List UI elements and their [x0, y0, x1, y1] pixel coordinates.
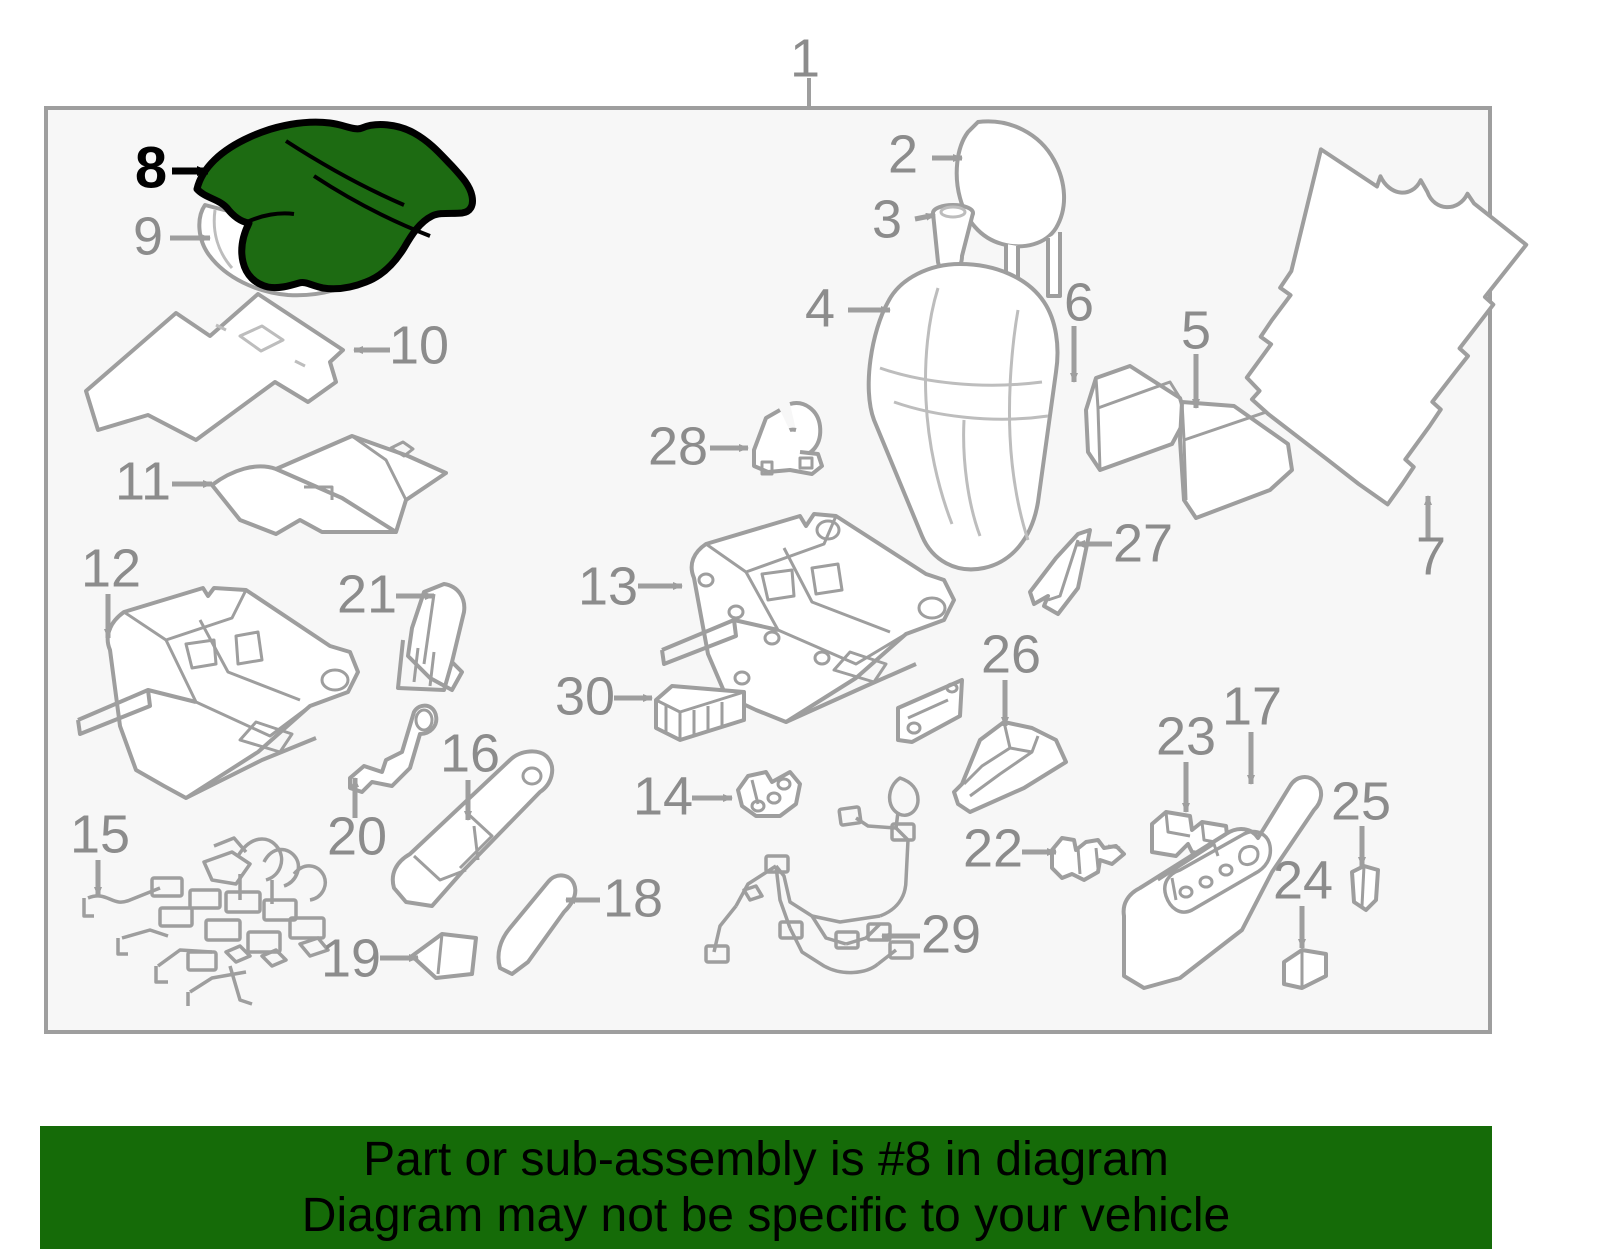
- callout-label-5: 5: [1181, 300, 1211, 360]
- callout-leaders: [94, 154, 1432, 962]
- callout-label-14: 14: [633, 766, 693, 826]
- callout-label-24: 24: [1273, 850, 1333, 910]
- part-8-seat-cushion-cover: [193, 118, 476, 293]
- part-19-adjuster-knob-cap: [410, 932, 478, 980]
- part-22-switch-connector: [1050, 836, 1126, 882]
- callout-label-21: 21: [337, 564, 397, 624]
- part-14-mounting-bracket: [736, 770, 802, 818]
- part-27-back-trim-strip: [1028, 528, 1092, 616]
- callout-label-10: 10: [389, 315, 449, 375]
- part-11-seat-heater-mat: [210, 434, 448, 536]
- callout-label-29: 29: [921, 904, 981, 964]
- part-24-trim-cap-small: [1282, 948, 1328, 990]
- callout-label-17: 17: [1222, 676, 1282, 736]
- callout-label-20: 20: [327, 806, 387, 866]
- callout-label-27: 27: [1113, 513, 1173, 573]
- part-16-seat-side-shield-inner: [390, 749, 555, 908]
- callout-label-16: 16: [440, 723, 500, 783]
- part-30-seat-control-module: [654, 684, 746, 742]
- part-25-bolt-cover: [1350, 864, 1380, 912]
- leader-3: [914, 212, 936, 222]
- part-2-headrest: [954, 119, 1067, 304]
- part-6-seat-back-board-lower: [1084, 364, 1188, 472]
- callout-label-6: 6: [1064, 272, 1094, 332]
- part-20-lever-link: [348, 703, 439, 794]
- part-highlight-banner: Part or sub-assembly is #8 in diagram Di…: [40, 1126, 1492, 1249]
- part-26-side-trim-rail: [952, 720, 1068, 814]
- callout-label-19: 19: [321, 928, 381, 988]
- callout-label-28: 28: [648, 416, 708, 476]
- callout-label-3: 3: [872, 189, 902, 249]
- callout-label-1: 1: [790, 28, 820, 88]
- part-13-side-bracket: [896, 678, 964, 744]
- part-12-seat-adjuster-left: [76, 586, 360, 800]
- callout-label-25: 25: [1331, 771, 1391, 831]
- callout-label-23: 23: [1156, 706, 1216, 766]
- part-3-headrest-guide: [931, 203, 975, 273]
- part-4-seat-back-cushion: [866, 262, 1060, 572]
- part-29-switch-wire-harness: [704, 776, 920, 975]
- callout-label-13: 13: [578, 556, 638, 616]
- banner-line-1: Part or sub-assembly is #8 in diagram: [363, 1133, 1169, 1186]
- callout-label-18: 18: [603, 868, 663, 928]
- callout-label-15: 15: [70, 804, 130, 864]
- part-13-seat-adjuster-right: [660, 512, 956, 724]
- callout-label-11: 11: [115, 451, 171, 511]
- part-15-seat-wire-harness: [82, 836, 330, 1006]
- callout-label-12: 12: [81, 538, 141, 598]
- part-17-seat-side-shield-outer: [1121, 775, 1323, 990]
- banner-line-2: Diagram may not be specific to your vehi…: [301, 1189, 1231, 1242]
- part-21-recliner-lever: [396, 582, 467, 692]
- callout-label-9: 9: [133, 206, 163, 266]
- callout-label-26: 26: [981, 624, 1041, 684]
- part-18-recliner-knob-cover: [496, 873, 578, 976]
- part-28-seat-back-hook: [752, 401, 824, 476]
- callout-label-30: 30: [555, 666, 615, 726]
- part-5-seat-back-board-upper: [1178, 400, 1294, 520]
- part-10-seat-cushion-insulator: [84, 292, 345, 442]
- callout-label-7: 7: [1416, 526, 1446, 586]
- callout-label-4: 4: [805, 278, 835, 338]
- callout-label-22: 22: [963, 818, 1023, 878]
- callout-label-2: 2: [888, 124, 918, 184]
- part-7-seat-back-cover-panel: [1244, 147, 1529, 507]
- callout-label-8: 8: [135, 135, 167, 200]
